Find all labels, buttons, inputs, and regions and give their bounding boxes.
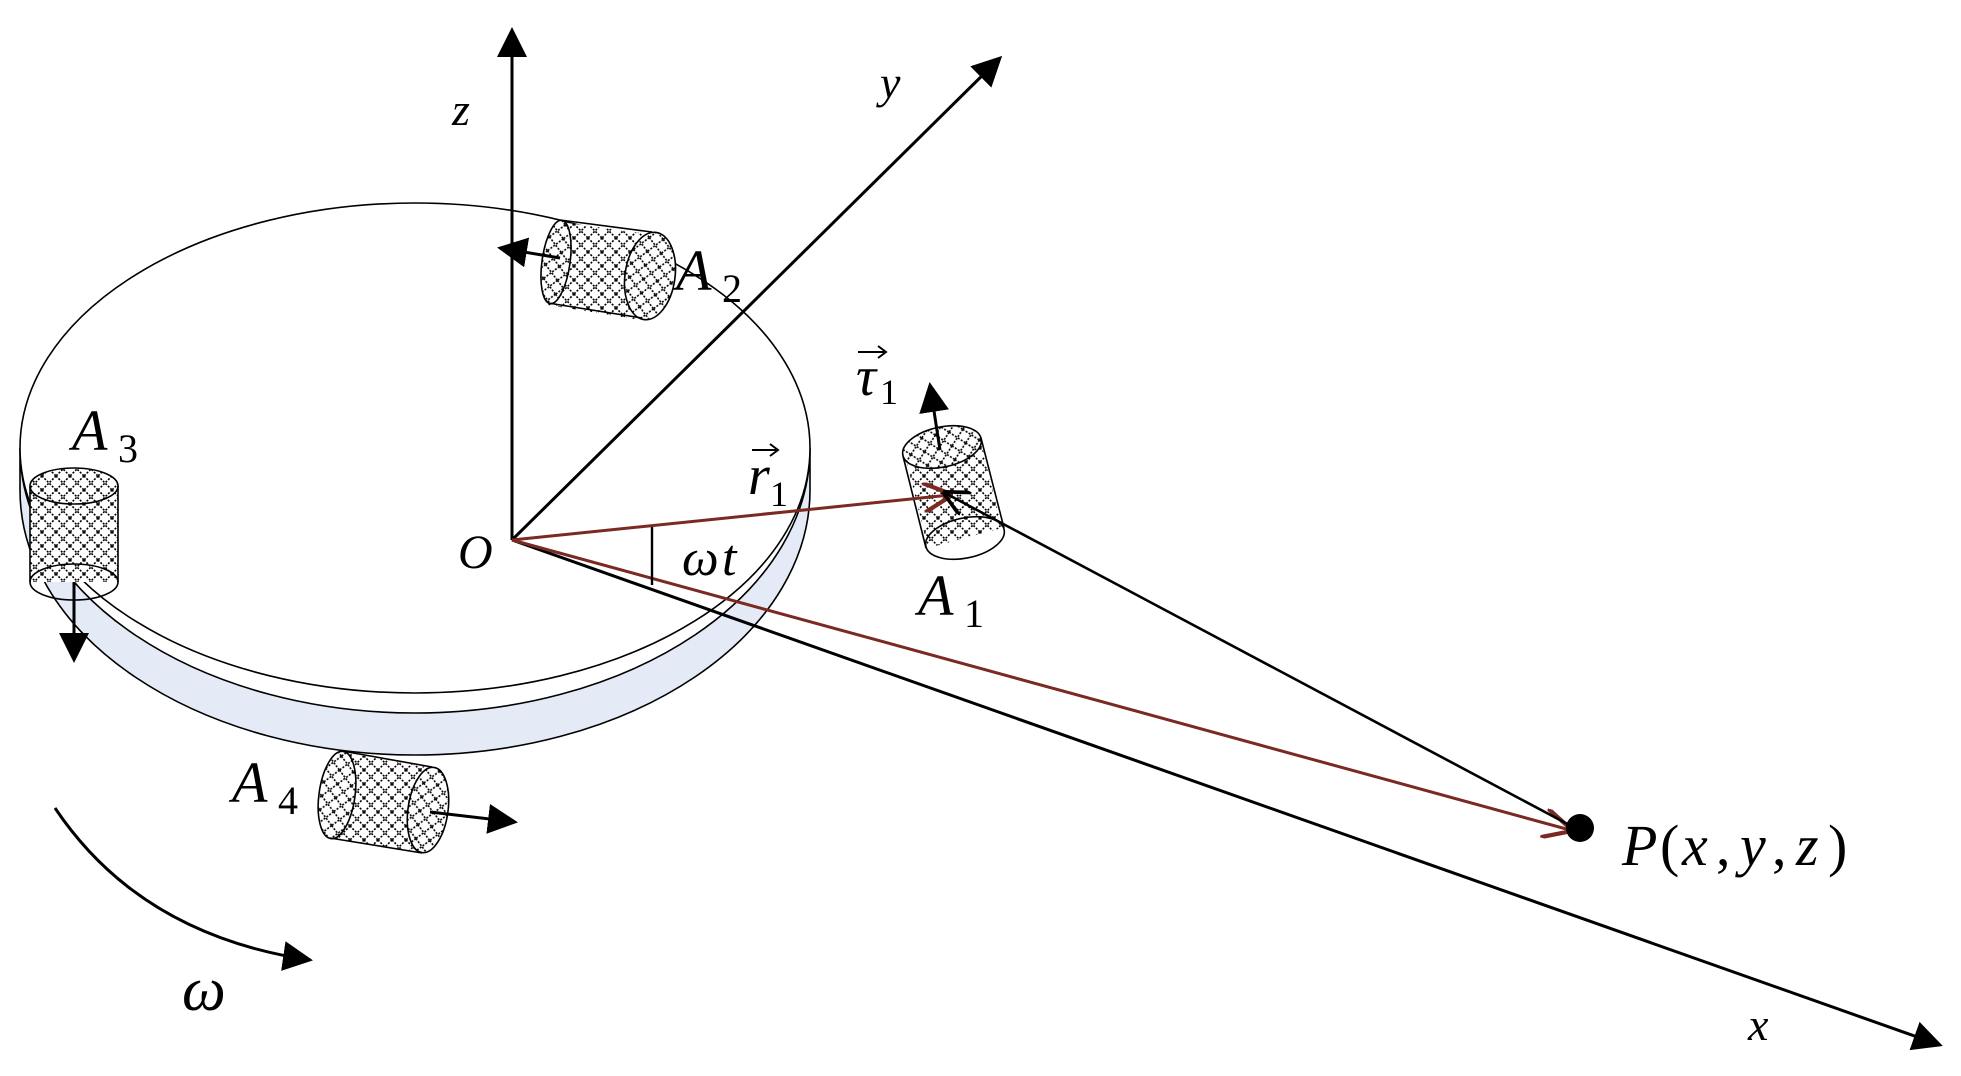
svg-text:A: A bbox=[672, 238, 712, 303]
label-a4: A 4 bbox=[228, 750, 298, 823]
svg-text:(: ( bbox=[1660, 813, 1679, 878]
svg-text:ω: ω bbox=[682, 530, 719, 587]
label-r1: r 1 bbox=[748, 443, 788, 514]
svg-text:r: r bbox=[748, 445, 770, 507]
svg-text:4: 4 bbox=[278, 778, 298, 823]
svg-text:z: z bbox=[1795, 813, 1819, 878]
svg-text:A: A bbox=[68, 398, 108, 463]
rotation-arrow bbox=[53, 807, 313, 971]
svg-text:y: y bbox=[1735, 813, 1766, 878]
svg-text:1: 1 bbox=[880, 372, 898, 412]
actuator-a2 bbox=[497, 219, 677, 321]
vectors bbox=[511, 493, 1594, 842]
a4-force-arrow bbox=[429, 803, 518, 834]
svg-text:,: , bbox=[1772, 813, 1787, 878]
origin-label: O bbox=[458, 526, 493, 579]
actuator-a4 bbox=[317, 750, 518, 854]
label-a1: A 1 bbox=[914, 563, 984, 636]
x-axis bbox=[511, 538, 1943, 1051]
disc-top bbox=[19, 202, 811, 694]
svg-text:,: , bbox=[1716, 813, 1731, 878]
svg-text:P: P bbox=[1621, 813, 1657, 878]
svg-text:1: 1 bbox=[770, 474, 788, 514]
label-a2: A 2 bbox=[672, 238, 742, 311]
label-omega-t: ω t bbox=[682, 530, 738, 587]
coordinate-axes bbox=[497, 27, 1943, 1051]
x-axis-label: x bbox=[1747, 999, 1769, 1050]
svg-text:A: A bbox=[228, 750, 268, 815]
y-axis bbox=[510, 55, 1003, 542]
svg-text:): ) bbox=[1828, 813, 1847, 878]
svg-text:3: 3 bbox=[118, 426, 138, 471]
a1-to-p-line bbox=[945, 493, 1576, 830]
y-axis-label: y bbox=[876, 57, 901, 108]
actuator-a1 bbox=[901, 382, 1006, 561]
a2-force-arrow bbox=[497, 237, 561, 268]
label-tau1: τ 1 bbox=[856, 345, 898, 412]
label-point-p: P ( x , y , z ) bbox=[1621, 813, 1847, 878]
disc-side bbox=[19, 447, 811, 756]
z-axis-label: z bbox=[451, 84, 470, 135]
actuator-a3 bbox=[29, 467, 119, 663]
svg-text:2: 2 bbox=[722, 266, 742, 311]
tau-1-arrow bbox=[919, 382, 949, 451]
point-p bbox=[1566, 814, 1594, 842]
rotation-omega-label: ω bbox=[182, 956, 226, 1024]
svg-text:x: x bbox=[1681, 813, 1708, 878]
r1-vector bbox=[511, 495, 950, 542]
svg-text:A: A bbox=[914, 563, 954, 628]
op-vector bbox=[511, 538, 1570, 830]
disc bbox=[19, 202, 811, 756]
svg-text:t: t bbox=[722, 530, 738, 587]
svg-text:τ: τ bbox=[856, 346, 878, 408]
svg-text:1: 1 bbox=[964, 591, 984, 636]
label-a3: A 3 bbox=[68, 398, 138, 471]
